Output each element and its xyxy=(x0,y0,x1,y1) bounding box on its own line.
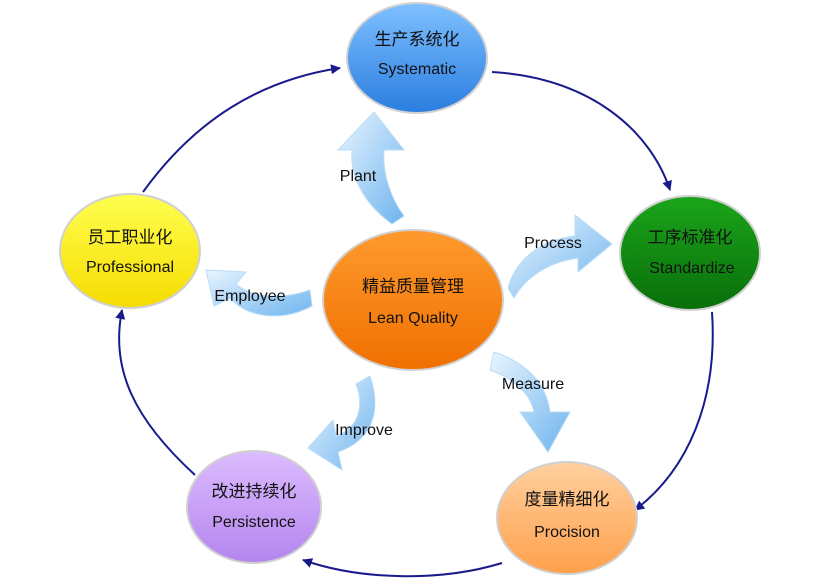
node-professional-cn: 员工职业化 xyxy=(88,228,173,248)
node-persistence-en: Persistence xyxy=(212,514,296,531)
node-persistence: 改进持续化 Persistence xyxy=(186,450,322,564)
cycle-arrow-procision-to-persistence xyxy=(302,558,503,578)
label-measure: Measure xyxy=(502,376,564,393)
node-standardize-en: Standardize xyxy=(649,260,734,277)
center-cn: 精益质量管理 xyxy=(362,277,464,297)
connector-arrow-process xyxy=(507,213,613,300)
connector-arrow-measure xyxy=(489,351,571,453)
node-systematic-en: Systematic xyxy=(378,61,456,78)
node-persistence-cn: 改进持续化 xyxy=(212,482,297,502)
label-plant: Plant xyxy=(340,168,377,185)
center-en: Lean Quality xyxy=(368,310,458,327)
cycle-arrow-standardize-to-procision xyxy=(634,311,714,511)
node-professional: 员工职业化 Professional xyxy=(59,193,201,309)
node-standardize: 工序标准化 Standardize xyxy=(619,195,761,311)
cycle-arrow-professional-to-systematic xyxy=(142,64,341,193)
connector-arrows xyxy=(205,111,613,472)
cycle-arrows xyxy=(115,64,714,578)
node-standardize-cn: 工序标准化 xyxy=(648,228,733,248)
connector-arrow-employee xyxy=(205,269,313,317)
connector-arrow-plant xyxy=(336,111,406,225)
node-procision-en: Procision xyxy=(534,524,600,541)
node-systematic-cn: 生产系统化 xyxy=(375,30,460,50)
label-improve: Improve xyxy=(335,422,393,439)
cycle-arrow-systematic-to-standardize xyxy=(491,71,672,191)
node-procision-cn: 度量精细化 xyxy=(525,490,610,510)
connector-arrow-improve xyxy=(307,375,376,472)
label-process: Process xyxy=(524,235,582,252)
cycle-arrow-persistence-to-professional xyxy=(115,309,196,476)
node-systematic: 生产系统化 Systematic xyxy=(346,2,488,114)
label-employee: Employee xyxy=(214,288,285,305)
node-center-lean-quality: 精益质量管理 Lean Quality xyxy=(322,229,504,371)
node-professional-en: Professional xyxy=(86,259,174,276)
node-procision: 度量精细化 Procision xyxy=(496,461,638,575)
